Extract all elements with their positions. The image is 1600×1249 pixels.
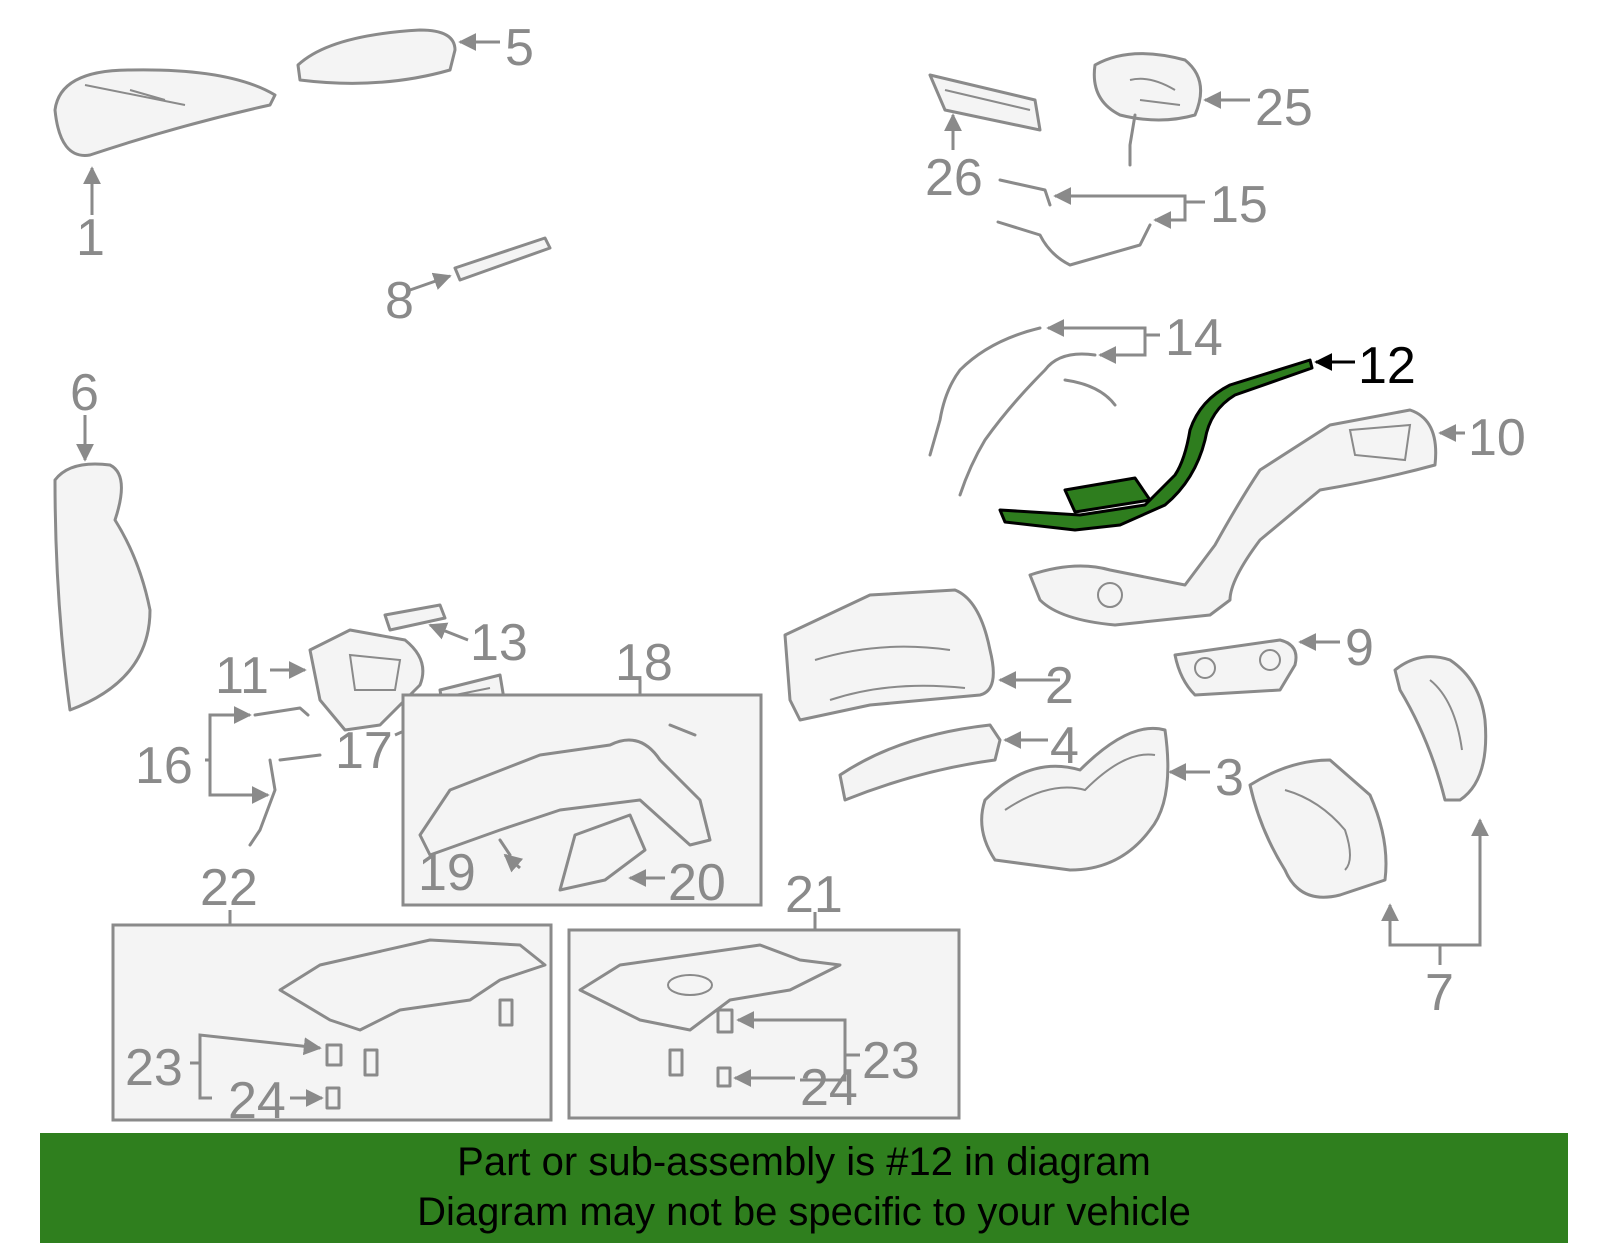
part-2-cluster-housing: 2	[783, 588, 1074, 722]
part-1-lens: 1	[53, 68, 277, 267]
label-22: 22	[200, 859, 258, 917]
banner-line-2: Diagram may not be specific to your vehi…	[417, 1190, 1191, 1234]
label-23-right: 23	[862, 1032, 920, 1090]
part-10-instrument-panel: 10	[1028, 408, 1526, 627]
label-1: 1	[76, 209, 105, 267]
label-2: 2	[1045, 657, 1074, 715]
label-13: 13	[470, 614, 528, 672]
label-11: 11	[215, 647, 269, 705]
label-6: 6	[70, 364, 99, 422]
label-8: 8	[385, 272, 414, 330]
label-20: 20	[668, 854, 726, 912]
part-25-module: 25	[1092, 52, 1313, 167]
label-24-right: 24	[800, 1059, 858, 1117]
label-18: 18	[615, 634, 673, 692]
label-26: 26	[925, 149, 983, 207]
part-12-highlighted: 12	[998, 337, 1416, 532]
group-22-bracket: 22 23 24	[111, 859, 553, 1130]
part-5-trim: 5	[296, 19, 534, 85]
group-21-bracket: 21 23 24	[567, 866, 961, 1120]
label-3: 3	[1215, 749, 1244, 807]
label-15: 15	[1210, 176, 1268, 234]
part-8-strip: 8	[385, 236, 552, 330]
part-16-harness: 16	[135, 706, 322, 847]
label-21: 21	[785, 866, 843, 924]
label-25: 25	[1255, 79, 1313, 137]
part-7-covers: 7	[1248, 655, 1489, 1022]
label-24-left: 24	[228, 1072, 286, 1130]
label-10: 10	[1468, 409, 1526, 467]
label-17: 17	[335, 722, 393, 780]
group-18-glovebox: 18 19 20	[401, 634, 763, 912]
label-5: 5	[505, 19, 534, 77]
label-7: 7	[1425, 964, 1454, 1022]
part-26-vent: 26	[925, 73, 1042, 207]
label-9: 9	[1345, 619, 1374, 677]
banner-line-1: Part or sub-assembly is #12 in diagram	[457, 1140, 1151, 1184]
part-9-bezel: 9	[1173, 619, 1374, 697]
label-23-left: 23	[125, 1039, 183, 1097]
part-6-side-panel: 6	[53, 364, 152, 712]
label-14: 14	[1165, 309, 1223, 367]
label-19: 19	[418, 844, 476, 902]
label-12: 12	[1358, 337, 1416, 395]
part-13-vent: 13	[383, 603, 528, 672]
info-banner: Part or sub-assembly is #12 in diagram D…	[40, 1133, 1568, 1243]
part-15-harness: 15	[996, 176, 1268, 267]
part-11-panel: 11	[215, 628, 425, 732]
part-3-bezel: 3	[980, 726, 1244, 872]
part-14-harness: 14	[928, 309, 1223, 497]
label-16: 16	[135, 737, 193, 795]
